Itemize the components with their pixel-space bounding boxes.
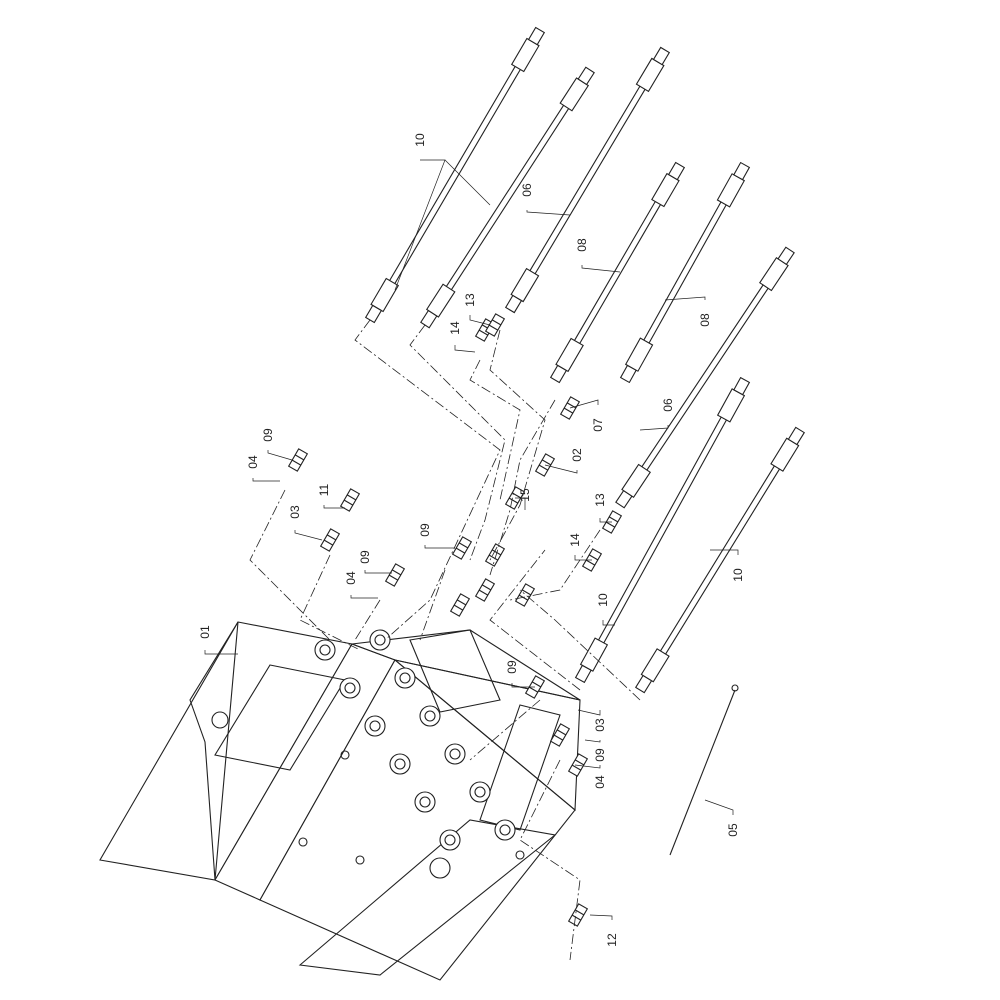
- valve-port: [439, 829, 461, 851]
- hose: [504, 46, 671, 314]
- fittings: [287, 313, 623, 927]
- callout-10-right: 10: [731, 568, 745, 582]
- callout-13-top: 13: [463, 293, 477, 307]
- callout-09-b: 09: [418, 523, 432, 537]
- fitting: [449, 593, 471, 617]
- callout-12: 12: [605, 933, 619, 947]
- callout-07: 07: [591, 418, 605, 432]
- valve-port: [389, 753, 411, 775]
- callout-08-right: 08: [698, 313, 712, 327]
- fitting: [474, 578, 496, 602]
- callout-15: 15: [518, 488, 532, 502]
- housing-01: [99, 621, 581, 981]
- callout-09-d: 09: [505, 660, 519, 674]
- fitting: [287, 448, 309, 472]
- fitting: [319, 528, 341, 552]
- callout-08-left: 08: [575, 238, 589, 252]
- fitting: [514, 583, 536, 607]
- callout-01: 01: [198, 625, 212, 639]
- callout-02: 02: [570, 448, 584, 462]
- fitting: [567, 903, 589, 927]
- hose: [615, 246, 795, 509]
- callout-09-c: 09: [358, 550, 372, 564]
- routing-lines: [249, 319, 641, 961]
- fitting: [451, 536, 473, 560]
- callout-09-a: 09: [261, 428, 275, 442]
- valve-port: [444, 743, 466, 765]
- fitting: [484, 313, 506, 337]
- hose: [634, 426, 806, 694]
- callout-03-a: 03: [288, 505, 302, 519]
- valve-ports: [314, 629, 516, 851]
- callout-06-top: 06: [520, 183, 534, 197]
- cable-tie-05: [669, 689, 736, 856]
- hose: [549, 161, 686, 384]
- valve-port: [414, 791, 436, 813]
- callout-04-a: 04: [246, 455, 260, 469]
- valve-port: [364, 715, 386, 737]
- hose: [364, 26, 546, 324]
- valve-port: [394, 667, 416, 689]
- callout-04-c: 04: [593, 775, 607, 789]
- callout-10-top: 10: [413, 133, 427, 147]
- leader-lines: [204, 159, 739, 920]
- callout-06-right: 06: [661, 398, 675, 412]
- hoses: [364, 26, 806, 694]
- valve-port: [314, 639, 336, 661]
- valve-port: [339, 677, 361, 699]
- valve-port: [494, 819, 516, 841]
- callout-09-e: 09: [593, 748, 607, 762]
- callout-10-mid: 10: [596, 593, 610, 607]
- valve-port: [419, 705, 441, 727]
- hose: [619, 161, 751, 384]
- hose: [574, 376, 751, 684]
- fitting: [567, 753, 589, 777]
- fitting: [549, 723, 571, 747]
- fitting: [384, 563, 406, 587]
- valve-port: [469, 781, 491, 803]
- hose: [420, 66, 595, 329]
- fitting: [339, 488, 361, 512]
- callout-13-right: 13: [593, 493, 607, 507]
- callout-14-right: 14: [568, 533, 582, 547]
- valve-port: [369, 629, 391, 651]
- callout-11: 11: [317, 483, 331, 497]
- callout-05: 05: [726, 823, 740, 837]
- callout-04-b: 04: [344, 571, 358, 585]
- callout-14-top: 14: [448, 321, 462, 335]
- fitting: [484, 543, 506, 567]
- callout-03-b: 03: [593, 718, 607, 732]
